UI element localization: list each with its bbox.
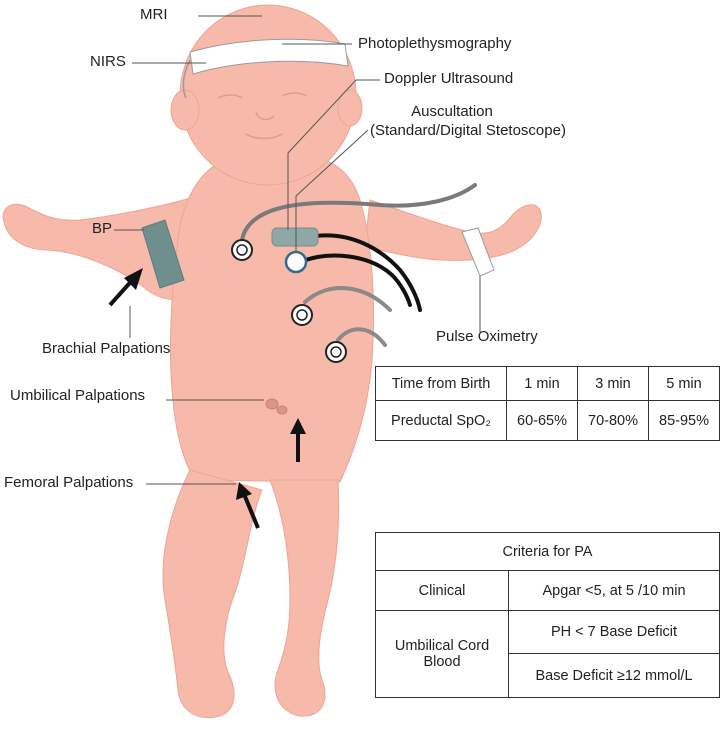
label-photoplethysmography: Photoplethysmography: [358, 35, 512, 52]
left-ear: [170, 89, 200, 131]
cord-blood-label: Umbilical Cord Blood: [375, 610, 509, 698]
label-umbilical-palpations: Umbilical Palpations: [10, 387, 146, 404]
right-leg: [269, 479, 340, 717]
label-brachial-palpations: Brachial Palpations: [42, 340, 171, 357]
ecg-wire-2: [303, 286, 392, 312]
headband-strap: [182, 59, 191, 99]
umbilical-stump: [265, 398, 288, 415]
left-arm: [2, 194, 201, 300]
pa-cord-row-1: Umbilical Cord Blood PH < 7 Base Deficit: [375, 610, 720, 698]
left-leg: [162, 469, 263, 719]
value-cell: 85-95%: [648, 400, 720, 441]
label-mri: MRI: [140, 6, 168, 23]
ecg-wire-3: [336, 327, 387, 347]
header-cell: 5 min: [648, 366, 720, 401]
label-nirs: NIRS: [90, 53, 126, 70]
pa-table-title: Criteria for PA: [375, 532, 720, 571]
label-femoral-palpations: Femoral Palpations: [4, 474, 134, 491]
value-cell: 60-65%: [506, 400, 578, 441]
doppler-cable: [314, 233, 422, 312]
bp-cuff: [141, 219, 185, 289]
clinical-value: Apgar <5, at 5 /10 min: [508, 570, 720, 611]
spo2-value-row: Preductal SpO₂ 60-65% 70-80% 85-95%: [375, 400, 720, 441]
row-label: Preductal SpO₂: [375, 400, 507, 441]
headband: [189, 38, 349, 75]
palpation-arrows: [108, 268, 306, 529]
label-auscultation: Auscultation: [411, 103, 493, 120]
spo2-table: Time from Birth 1 min 3 min 5 min Preduc…: [375, 366, 720, 441]
stethoscope-cable: [298, 253, 412, 307]
header-cell: 1 min: [506, 366, 578, 401]
label-auscultation-sub: (Standard/Digital Stetoscope): [370, 122, 566, 139]
nose: [255, 111, 275, 121]
pa-clinical-row: Clinical Apgar <5, at 5 /10 min: [375, 570, 720, 611]
doppler-probe: [271, 227, 319, 247]
clinical-label: Clinical: [375, 570, 509, 611]
cord-label-line-2: Blood: [423, 654, 461, 670]
label-doppler-ultrasound: Doppler Ultrasound: [384, 70, 514, 87]
cord-value-ph: PH < 7 Base Deficit: [508, 610, 720, 654]
ecg-wire-1: [240, 183, 477, 242]
mouth: [245, 133, 283, 140]
right-eye: [281, 92, 307, 97]
auscultation-leader: [295, 129, 369, 252]
pa-criteria-table: Criteria for PA Clinical Apgar <5, at 5 …: [375, 532, 720, 698]
femoral-arrow: [242, 493, 260, 529]
pulse-oximeter-band: [461, 227, 495, 277]
left-eye: [217, 94, 243, 99]
header-cell: Time from Birth: [375, 366, 507, 401]
stethoscope-head: [284, 250, 308, 274]
label-leader-lines: [114, 15, 481, 485]
pa-title-row: Criteria for PA: [375, 532, 720, 571]
right-arm: [364, 199, 542, 261]
ecg-electrodes: [231, 239, 347, 363]
face-details: [217, 92, 307, 140]
spo2-header-row: Time from Birth 1 min 3 min 5 min: [375, 366, 720, 401]
pa-cord-row-2: Base Deficit ≥12 mmol/L: [376, 653, 720, 698]
right-ear: [337, 89, 363, 127]
cord-label-line-1: Umbilical Cord: [394, 638, 490, 654]
value-cell: 70-80%: [577, 400, 649, 441]
header-cell: 3 min: [577, 366, 649, 401]
ecg-leads: [240, 183, 477, 347]
head: [179, 4, 357, 186]
label-bp: BP: [92, 220, 113, 237]
doppler-leader: [287, 79, 380, 230]
cord-value-base-deficit: Base Deficit ≥12 mmol/L: [508, 653, 720, 698]
label-pulse-oximetry: Pulse Oximetry: [436, 328, 538, 345]
